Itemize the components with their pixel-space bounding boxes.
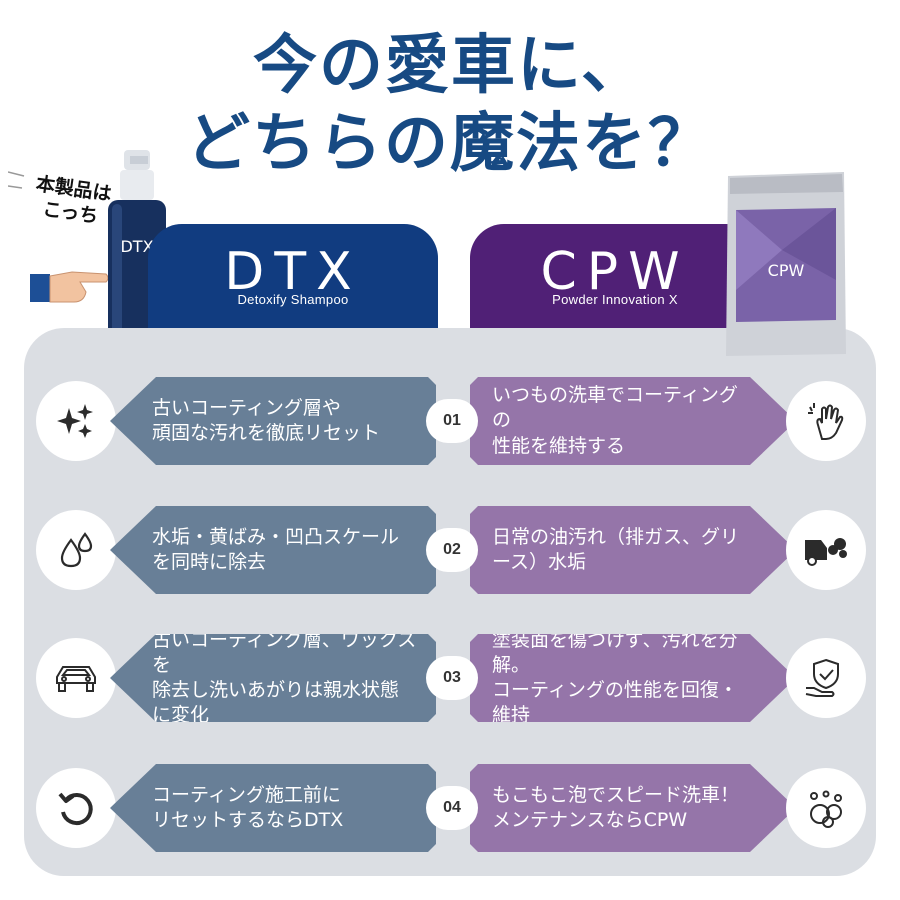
dtx-feature-text: を同時に除去 [152,551,267,573]
cpw-feature-text: もこもこ泡でスピード洗車！ [492,783,740,806]
dtx-feature-text: 頑固な汚れを徹底リセット [152,422,381,444]
dtx-feature-text: 古いコーティング層や [152,396,341,419]
dtx-feature-text: 水垢・黄ばみ・凹凸スケール [152,525,400,548]
dtx-feature-text: リセットするならDTX [152,809,344,831]
cpw-header: CPW Powder Innovation X [470,224,760,328]
cpw-feature-text: 性能を維持する [492,434,626,457]
sparkle-icon [36,381,116,461]
cpw-feature-text: 塗装面を傷つけず、汚れを分解。 [492,628,738,676]
row-number: 04 [426,786,478,830]
dtx-header: DTX Detoxify Shampoo [148,224,438,328]
dtx-feature-01: 古いコーティング層や 頑固な汚れを徹底リセット [110,377,436,465]
dtx-feature-text: に変化 [152,704,210,727]
dtx-title: DTX [224,242,362,302]
comparison-row-04: コーティング施工前に リセットするならDTX もこもこ泡でスピード洗車！ メンテ… [0,764,900,854]
svg-text:CPW: CPW [768,261,805,280]
wash-hand-icon [786,381,866,461]
comparison-row-02: 水垢・黄ばみ・凹凸スケール を同時に除去 日常の油汚れ（排ガス、グリ ース）水垢… [0,506,900,596]
dtx-feature-text: 古いコーティング層、ワックスを [152,628,417,676]
comparison-row-03: 古いコーティング層、ワックスを 除去し洗いあがりは親水状態 に変化 塗装面を傷つ… [0,634,900,724]
dtx-feature-text: コーティング施工前に [152,783,341,806]
row-number: 01 [426,399,478,443]
cpw-title: CPW [540,242,690,302]
dtx-feature-04: コーティング施工前に リセットするならDTX [110,764,436,852]
row-number: 03 [426,656,478,700]
shield-hand-icon [786,638,866,718]
cpw-feature-04: もこもこ泡でスピード洗車！ メンテナンスならCPW [470,764,796,852]
cpw-feature-text: メンテナンスならCPW [492,809,688,831]
dtx-feature-text: 除去し洗いあがりは親水状態 [152,679,400,701]
cpw-feature-02: 日常の油汚れ（排ガス、グリ ース）水垢 [470,506,796,594]
dtx-feature-02: 水垢・黄ばみ・凹凸スケール を同時に除去 [110,506,436,594]
exhaust-car-icon [786,510,866,590]
cpw-feature-text: コーティングの性能を回復・維持 [492,679,738,727]
cpw-feature-01: いつもの洗車でコーティングの 性能を維持する [470,377,796,465]
car-icon [36,638,116,718]
reset-icon [36,768,116,848]
water-drops-icon [36,510,116,590]
cpw-pouch-image: CPW [726,172,846,356]
row-number: 02 [426,528,478,572]
svg-text:DTX: DTX [120,237,153,256]
cpw-subtitle: Powder Innovation X [552,292,678,307]
cpw-feature-text: 日常の油汚れ（排ガス、グリ [492,525,740,548]
headline-line-1: 今の愛車に、 [252,29,648,103]
headline-line-2: どちらの魔法を？ [186,107,714,181]
pointing-hand-icon [30,271,109,303]
cpw-feature-03: 塗装面を傷つけず、汚れを分解。 コーティングの性能を回復・維持 [470,634,796,722]
cpw-feature-text: いつもの洗車でコーティングの [492,384,738,432]
bubbles-icon [786,768,866,848]
dtx-feature-03: 古いコーティング層、ワックスを 除去し洗いあがりは親水状態 に変化 [110,634,436,722]
dtx-subtitle: Detoxify Shampoo [237,292,349,307]
comparison-row-01: 古いコーティング層や 頑固な汚れを徹底リセット いつもの洗車でコーティングの 性… [0,377,900,467]
cpw-feature-text: ース）水垢 [492,551,587,573]
